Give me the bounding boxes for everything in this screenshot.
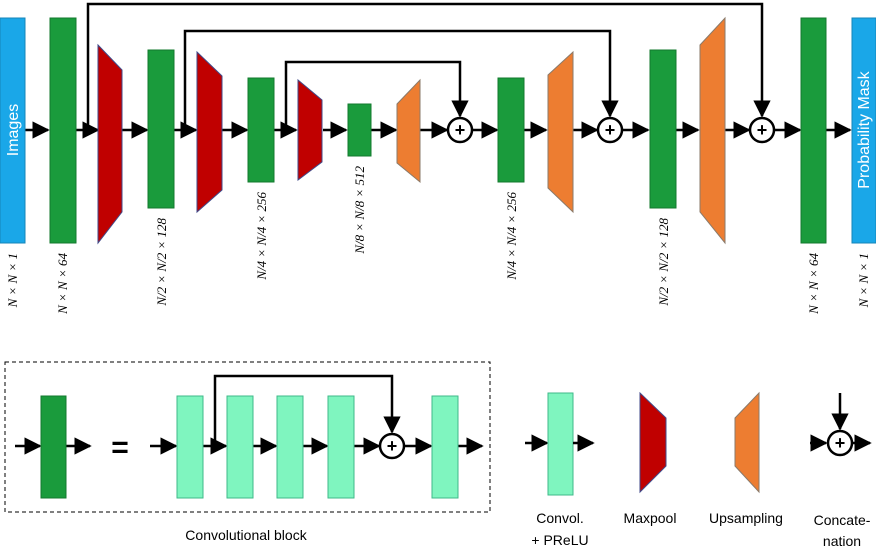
output-mask-block: Probability Mask <box>851 17 876 244</box>
decoder-conv-block-3 <box>497 77 525 183</box>
bottleneck-conv-block <box>347 103 372 157</box>
encoder-conv-block-1 <box>49 17 77 244</box>
legend-conv-prelu: Convol. + PReLU <box>525 392 595 548</box>
legend-conv-prelu-line1: Convol. <box>536 510 583 526</box>
concat-node-2: + <box>596 116 624 144</box>
conv-block-definition-arrows <box>15 374 484 455</box>
dim-enc2: N/2 × N/2 × 128 <box>154 218 169 307</box>
legend-concat-line1: Concate- <box>814 512 871 528</box>
conv-prelu-layer-2 <box>226 395 254 499</box>
conv-prelu-layer-5 <box>431 395 459 499</box>
conv-block-residual-add: + <box>378 432 406 460</box>
svg-text:+: + <box>835 433 846 453</box>
conv-block-legend-symbol <box>40 395 67 499</box>
svg-text:+: + <box>455 120 466 140</box>
conv-block-legend-frame <box>4 361 491 513</box>
output-label: Probability Mask <box>856 70 873 188</box>
legend-upsampling: Upsampling <box>709 391 783 526</box>
conv-prelu-layer-1 <box>176 395 204 499</box>
legend-maxpool: Maxpool <box>624 391 677 526</box>
svg-text:+: + <box>387 436 398 456</box>
equals-sign: = <box>111 431 129 464</box>
concat-node-1: + <box>446 116 474 144</box>
maxpool-3 <box>297 78 323 181</box>
legend-maxpool-label: Maxpool <box>624 510 677 526</box>
legend-conv-prelu-line2: + PReLU <box>531 532 588 548</box>
dim-output: N × N × 1 <box>856 253 871 308</box>
upsampling-3 <box>699 16 726 245</box>
input-label: Images <box>5 104 22 156</box>
svg-text:+: + <box>605 120 616 140</box>
input-images-block: Images <box>0 17 26 244</box>
legend-concatenation: + Concate- nation <box>810 393 872 548</box>
dim-enc3: N/4 × N/4 × 256 <box>254 192 269 281</box>
maxpool-2 <box>196 50 223 214</box>
upsampling-2 <box>547 50 574 214</box>
conv-prelu-layer-3 <box>276 395 304 499</box>
upsampling-1 <box>396 78 421 184</box>
encoder-conv-block-3 <box>247 77 275 183</box>
svg-text:+: + <box>757 120 768 140</box>
dim-bottleneck: N/8 × N/8 × 512 <box>352 166 367 255</box>
skip-connections <box>86 2 771 130</box>
decoder-conv-block-2 <box>649 49 677 209</box>
decoder-conv-block-1 <box>800 17 827 244</box>
dim-dec3: N/4 × N/4 × 256 <box>504 192 519 281</box>
conv-prelu-layer-4 <box>327 395 355 499</box>
legend-upsampling-label: Upsampling <box>709 510 783 526</box>
dim-dec2: N/2 × N/2 × 128 <box>656 218 671 307</box>
dim-enc1: N × N × 64 <box>55 253 70 315</box>
concat-node-3: + <box>748 116 776 144</box>
dim-input: N × N × 1 <box>5 253 20 308</box>
maxpool-1 <box>97 43 123 245</box>
encoder-conv-block-2 <box>147 49 175 209</box>
legend-concat-line2: nation <box>823 533 861 548</box>
conv-block-caption: Convolutional block <box>185 527 307 543</box>
dim-dec1: N × N × 64 <box>806 253 821 315</box>
